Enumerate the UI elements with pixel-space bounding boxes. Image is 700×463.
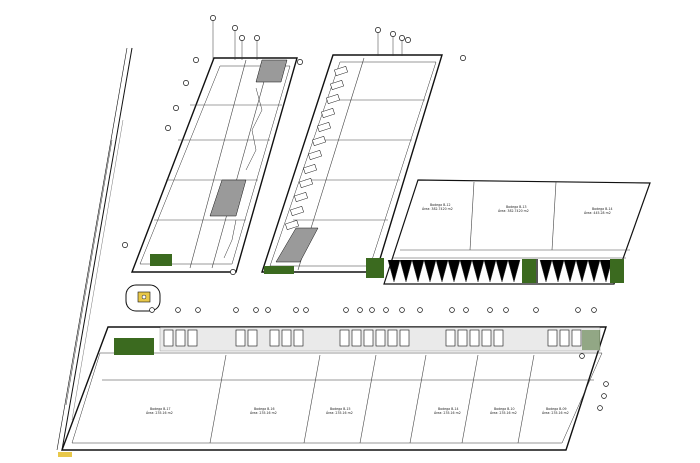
lower-building: [60, 326, 607, 451]
unit-label-b09-area: Área: 235.16 m2: [542, 410, 569, 415]
unit-label-b16-area: Área: 235.16 m2: [250, 410, 277, 415]
roundabout-feature: [125, 284, 161, 312]
left-building: [130, 57, 298, 273]
unit-label-b12-area: Área: 382.7420 m2: [422, 206, 453, 211]
unit-label-b13-name: Bodega B-13: [506, 205, 527, 209]
accent-mark: [58, 452, 72, 457]
lower-unit-labels: Bodega B-17 Área: 235.16 m2 Bodega B-16 …: [146, 407, 569, 415]
unit-label-b15-name: Bodega B-15: [330, 407, 351, 411]
unit-label-b15-area: Área: 235.16 m2: [326, 410, 353, 415]
grid-bubbles-top-left: [122, 15, 303, 275]
unit-label-b17-area: Área: 235.16 m2: [146, 410, 173, 415]
grid-bubbles-top-middle: [375, 27, 466, 61]
grid-bubbles-lower: [149, 307, 597, 313]
grid-bubbles-right: [579, 353, 609, 411]
unit-label-b12-name: Bodega B-12: [430, 203, 451, 207]
middle-building: [261, 54, 443, 278]
unit-label-b10-name: Bodega B-10: [494, 407, 515, 411]
unit-label-b14-lower-name: Bodega B-14: [438, 407, 459, 411]
unit-label-b14-lower-area: Área: 235.16 m2: [434, 410, 461, 415]
unit-label-b14-name: Bodega B-14: [592, 207, 613, 211]
unit-label-b16-name: Bodega B-16: [254, 407, 275, 411]
unit-label-b09-name: Bodega B-09: [546, 407, 567, 411]
unit-label-b14-area: Área: 445.28 m2: [584, 210, 611, 215]
upper-unit-labels: Bodega B-12 Área: 382.7420 m2 Bodega B-1…: [422, 203, 613, 215]
unit-label-b10-area: Área: 235.16 m2: [490, 410, 517, 415]
unit-label-b13-area: Área: 382.7420 m2: [498, 208, 529, 213]
unit-label-b17-name: Bodega B-17: [150, 407, 171, 411]
road-edge-lines: [56, 47, 133, 451]
upper-right-building: [383, 179, 651, 285]
